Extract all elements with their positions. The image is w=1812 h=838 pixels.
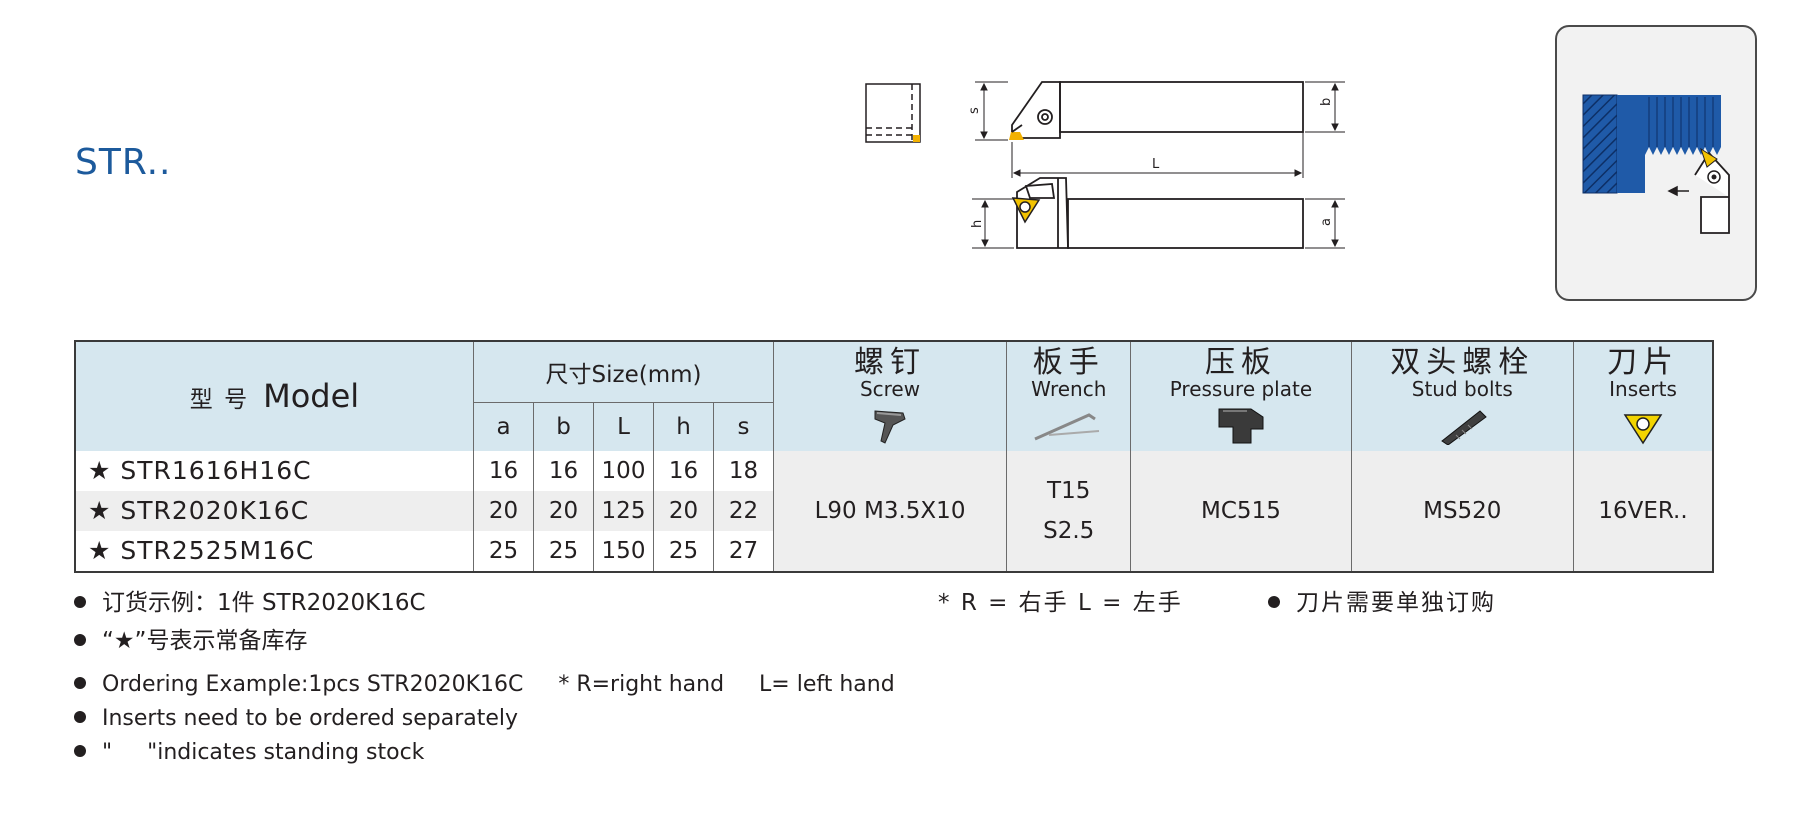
cell-a: 25 [473, 530, 534, 572]
screw-header: 螺钉 Screw [773, 341, 1008, 451]
bullet [1268, 595, 1280, 608]
note-inserts-cn: 刀片需要单独订购 [1268, 584, 1496, 622]
note-stock-en: " "indicates standing stock [74, 736, 895, 770]
cell-h: 20 [653, 490, 714, 531]
note-stock-cn: “★”号表示常备库存 [74, 622, 426, 660]
notes-en: Ordering Example:1pcs STR2020K16C * R=ri… [74, 668, 895, 770]
wrench-header: 板手 Wrench [1006, 341, 1132, 451]
cell-s: 22 [713, 490, 774, 531]
screw-value: L90 M3.5X10 [773, 450, 1008, 572]
bullet [74, 745, 86, 757]
cell-L: 125 [593, 490, 654, 531]
size-col-h: h [653, 402, 714, 451]
model-cell: ★ STR2020K16C [75, 490, 474, 531]
inserts-value: 16VER.. [1573, 450, 1714, 572]
model-cell: ★ STR1616H16C [75, 450, 474, 491]
size-col-s: s [713, 402, 774, 451]
dim-s-label: s [967, 107, 982, 114]
cell-a: 16 [473, 450, 534, 491]
note-ordering-en: Ordering Example:1pcs STR2020K16C * R=ri… [74, 668, 895, 702]
cell-b: 20 [533, 490, 594, 531]
cell-b: 16 [533, 450, 594, 491]
dim-L-label: L [1152, 157, 1160, 172]
tool-holder-drawing: s b L h a [865, 81, 1345, 249]
dim-b [1305, 81, 1345, 133]
wrench-icon [1034, 413, 1099, 441]
cell-L: 100 [593, 450, 654, 491]
dim-h [972, 198, 1014, 249]
cell-h: 25 [653, 530, 714, 572]
size-col-b: b [533, 402, 594, 451]
size-col-L: L [593, 402, 654, 451]
application-illustration [1555, 25, 1757, 301]
insert-icon [1623, 414, 1663, 445]
stud-bolt-icon [1441, 410, 1488, 446]
page-title: STR.. [75, 142, 172, 183]
threading-diagram [1582, 94, 1730, 234]
dim-b-label: b [1319, 98, 1334, 106]
pressure-plate-icon [1218, 408, 1264, 444]
table-row: ★ STR2020K16C 20 20 125 20 22 [75, 490, 1713, 531]
cell-h: 16 [653, 450, 714, 491]
dim-s [975, 81, 1008, 141]
bullet [74, 633, 86, 646]
table-row: ★ STR1616H16C 16 16 100 16 18 L90 M3.5X1… [75, 450, 1714, 572]
pressure-plate-header: 压板 Pressure plate [1130, 341, 1352, 451]
size-header: 尺寸Size(mm) [473, 341, 774, 403]
side-insert [1011, 197, 1041, 224]
notes-cn: 订货示例：1件 STR2020K16C “★”号表示常备库存 [74, 584, 426, 660]
dim-L [1011, 132, 1304, 178]
cell-s: 27 [713, 530, 774, 572]
dim-a-label: a [1319, 218, 1334, 226]
cell-a: 20 [473, 490, 534, 531]
cell-b: 25 [533, 530, 594, 572]
side-view [1016, 177, 1304, 249]
note-inserts-en: Inserts need to be ordered separately [74, 702, 895, 736]
stud-bolts-value: MS520 [1351, 450, 1575, 572]
bullet [74, 711, 86, 723]
bullet [74, 677, 86, 689]
dim-h-label: h [970, 220, 985, 228]
model-cell: ★ STR2525M16C [75, 530, 474, 572]
end-view [865, 83, 921, 143]
cell-L: 150 [593, 530, 654, 572]
pressure-plate-value: MC515 [1130, 450, 1352, 572]
cell-s: 18 [713, 450, 774, 491]
stud-bolts-header: 双头螺栓 Stud bolts [1351, 341, 1575, 451]
size-col-a: a [473, 402, 534, 451]
top-view [1009, 81, 1304, 140]
bullet [74, 595, 86, 608]
note-hand-cn: * R = 右手 L = 左手 [938, 590, 1183, 616]
note-ordering-cn: 订货示例：1件 STR2020K16C [74, 584, 426, 622]
screw-icon [874, 410, 906, 444]
table-row: ★ STR2525M16C 25 25 150 25 27 [75, 530, 1713, 572]
dim-a [1305, 198, 1345, 249]
inserts-header: 刀片 Inserts [1573, 341, 1714, 451]
